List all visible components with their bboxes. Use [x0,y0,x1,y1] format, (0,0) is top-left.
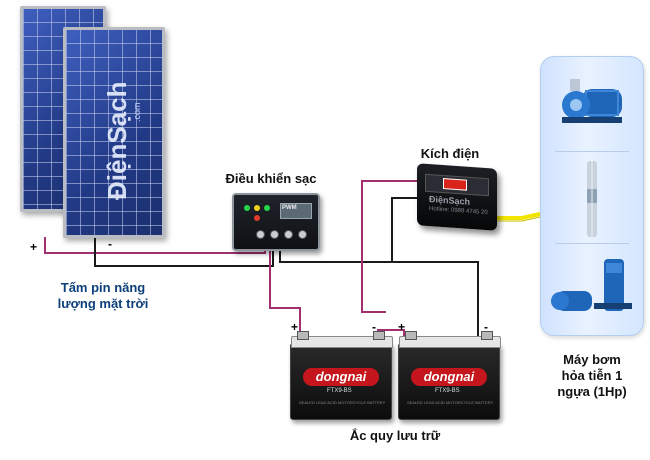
solar-panel-label: Tấm pin năng lượng mặt trời [8,280,198,312]
pump-divider [555,151,629,152]
solar-panel-label-line1: Tấm pin năng [60,280,146,295]
submersible-pump-icon [587,161,597,237]
pump-label: Máy bơm hỏa tiễn 1 ngựa (1Hp) [536,352,648,400]
controller-display-text: PWM [282,205,297,211]
battery-fine-print: SEALED LEAD ACID MOTORCYCLE BATTERY [299,400,386,405]
led-icon [244,205,250,211]
pump-label-line2: hỏa tiễn 1 [561,368,623,383]
solar-panel-label-line2: lượng mặt trời [57,296,149,311]
battery-brand: dongnai [303,368,379,386]
inverter-watermark: ĐiệnSạch [429,194,471,207]
solar-panel-front: ĐiệnSạch .com [63,27,165,238]
surface-pump-icon [562,79,622,123]
led-icon [254,205,260,211]
battery-model: FTX9-BS [327,388,352,394]
battery-fine-print: SEALED LEAD ACID MOTORCYCLE BATTERY [407,400,494,405]
battery-cap [291,336,393,348]
multistage-pump-icon [551,259,632,311]
battery-terminal-icon [481,331,493,340]
pump-divider [555,243,629,244]
terminal-screw-icon [270,230,279,239]
pump-label-line1: Máy bơm [563,352,621,367]
controller-display [280,203,312,219]
panel-watermark-sub: .com [132,102,142,122]
battery-cap [399,336,501,348]
controller-label: Điều khiển sạc [225,171,317,186]
pump-panel [540,56,644,336]
battery-right-minus-sign: - [484,320,488,334]
panel-watermark: ĐiệnSạch [102,81,132,201]
battery-right: dongnai FTX9-BS SEALED LEAD ACID MOTORCY… [398,331,501,420]
charge-controller: PWM [232,193,320,251]
battery-terminal-icon [405,331,417,340]
wire-inverter-positive [361,180,420,313]
battery-left: dongnai FTX9-BS SEALED LEAD ACID MOTORCY… [290,331,393,420]
battery-terminal-icon [297,331,309,340]
inverter-label: Kích điện [420,146,480,161]
battery-right-plus-sign: + [398,320,406,334]
battery-model: FTX9-BS [435,388,460,394]
battery-brand: dongnai [411,368,487,386]
battery-terminal-icon [373,331,385,340]
panel-plus-sign: + [30,240,38,254]
wire-inverter-negative [391,197,420,262]
led-icon [254,215,260,221]
inverter-badge [443,178,467,191]
ac-cable [497,212,541,220]
panel-minus-sign: - [108,237,112,251]
terminal-screw-icon [256,230,265,239]
terminal-screw-icon [298,230,307,239]
battery-left-plus-sign: + [291,320,299,334]
battery-label: Ắc quy lưu trữ [349,428,441,443]
inverter-phone: Hotline: 0988 4745 20 [429,206,488,217]
inverter: ĐiệnSạch Hotline: 0988 4745 20 [417,163,497,231]
pump-label-line3: ngựa (1Hp) [557,384,627,399]
led-icon [264,205,270,211]
terminal-screw-icon [284,230,293,239]
battery-left-minus-sign: - [372,320,376,334]
